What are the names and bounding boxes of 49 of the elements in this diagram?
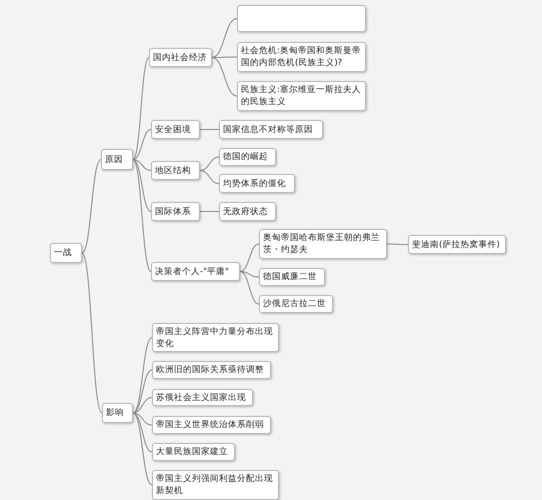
topic-box: 无政府状态	[219, 202, 276, 221]
topic-box: 民族主义:塞尔维亚一斯拉夫人的民族主义	[237, 81, 366, 111]
topic-box: 大量民族国家建立	[152, 443, 235, 461]
topic-box: 帝国主义世界统治体系削弱	[152, 416, 271, 434]
connector-line	[132, 370, 152, 414]
topic-box: 奥匈帝国哈布斯堡王朝的弗兰茨・约瑟夫	[259, 229, 387, 259]
connector-line	[132, 159, 152, 212]
topic-box: 国家信息不对称等原因	[219, 120, 323, 139]
connector-line	[200, 156, 220, 171]
topic-box: 一战	[50, 243, 82, 263]
connector-line	[132, 159, 152, 272]
topic-box: 国内社会经济	[149, 48, 212, 67]
topic-box: 国际体系	[151, 202, 200, 221]
connector-line	[200, 170, 220, 184]
connector-line	[132, 412, 152, 452]
connector-line	[82, 252, 102, 414]
connector-line	[240, 271, 260, 304]
topic-box: 决策者个人-"平庸"	[151, 262, 240, 281]
topic-box: 沙俄尼古拉二世	[259, 295, 333, 313]
topic-box: 帝国主义阵营中力量分布出现变化	[152, 323, 279, 352]
topic-box	[237, 5, 366, 32]
topic-box: 均势体系的僵化	[219, 174, 295, 193]
topic-box: 欧洲旧的国际关系亟待调整	[152, 361, 271, 379]
topic-box: 社会危机:奥匈帝国和奥斯曼帝国的内部危机(民族主义)?	[237, 42, 366, 72]
topic-box: 德国的崛起	[219, 148, 276, 166]
connector-line	[212, 18, 238, 58]
connector-line	[132, 129, 152, 160]
topic-box: 德国威廉二世	[259, 268, 325, 286]
connector-line	[132, 412, 152, 486]
connector-line	[200, 129, 220, 130]
connector-line	[240, 244, 260, 272]
connector-line	[212, 57, 238, 96]
topic-box: 影响	[102, 403, 133, 423]
connector-line	[386, 244, 408, 245]
topic-box: 帝国主义列强间利益分配出现新契机	[152, 470, 279, 500]
connector-line	[132, 57, 150, 160]
connector-line	[132, 412, 152, 426]
topic-box: 地区结构	[151, 161, 200, 180]
topic-box: 安全困境	[151, 120, 200, 139]
connector-line	[212, 56, 238, 58]
topic-box: 原因	[101, 149, 133, 170]
connector-line	[132, 397, 152, 414]
connector-line	[82, 159, 102, 254]
connector-line	[132, 159, 152, 171]
connector-line	[132, 337, 152, 414]
topic-box: 苏俄社会主义国家出现	[152, 389, 253, 406]
connector-line	[200, 211, 220, 212]
topic-box: 斐迪南(萨拉热窝事件)	[408, 235, 506, 254]
connector-line	[240, 271, 260, 278]
